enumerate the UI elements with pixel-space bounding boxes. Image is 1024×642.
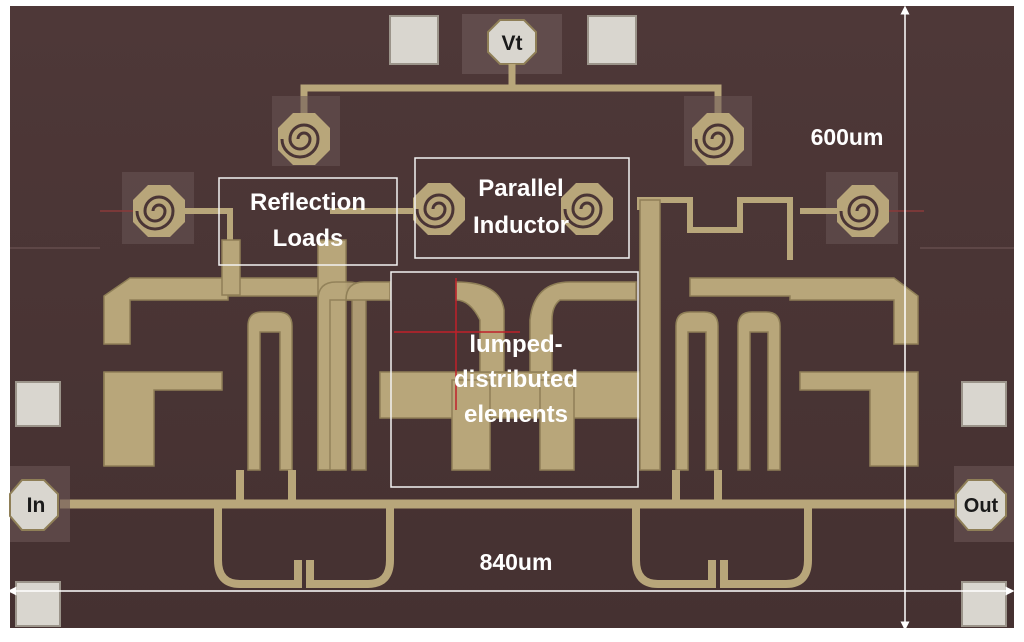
lumped-distributed-label-line1: lumped- xyxy=(469,331,562,358)
spiral-inductor xyxy=(413,183,465,235)
output-pad: Out xyxy=(955,479,1007,531)
dc-pad-right-upper xyxy=(961,381,1007,427)
coupler-metal xyxy=(103,199,919,471)
input-pad: In xyxy=(9,479,59,531)
lumped-distributed-label-line3: elements xyxy=(464,401,568,428)
spiral-inductor xyxy=(272,96,340,166)
vt-pad: Vt xyxy=(487,19,537,65)
dc-pad-right-lower xyxy=(961,581,1007,627)
spiral-inductor xyxy=(561,183,613,235)
spiral-inductor xyxy=(122,172,194,244)
crosshair-marker xyxy=(394,278,520,410)
parallel-inductor-box xyxy=(414,157,630,259)
parallel-inductor-label-line1: Parallel xyxy=(478,175,563,202)
reflection-loads-label-line2: Loads xyxy=(273,225,344,252)
vt-label: Vt xyxy=(502,32,523,55)
reflection-loads-box xyxy=(218,177,398,266)
chip-substrate xyxy=(10,6,1014,628)
dc-pad-top-left xyxy=(389,15,439,65)
lumped-distributed-box xyxy=(390,271,639,488)
dc-pad-left-upper xyxy=(15,381,61,427)
spiral-inductor xyxy=(826,172,898,244)
dc-pad-top-right xyxy=(587,15,637,65)
dc-pad-left-lower xyxy=(15,581,61,627)
height-dimension-label: 600um xyxy=(811,124,884,150)
parallel-inductor-label-line2: Inductor xyxy=(473,212,569,239)
reflection-loads-label-line1: Reflection xyxy=(250,189,366,216)
output-label: Out xyxy=(964,495,999,517)
width-dimension-label: 840um xyxy=(480,549,553,575)
spiral-inductor xyxy=(684,96,752,166)
input-label: In xyxy=(27,494,46,517)
lumped-distributed-label-line2: distributed xyxy=(454,366,578,393)
